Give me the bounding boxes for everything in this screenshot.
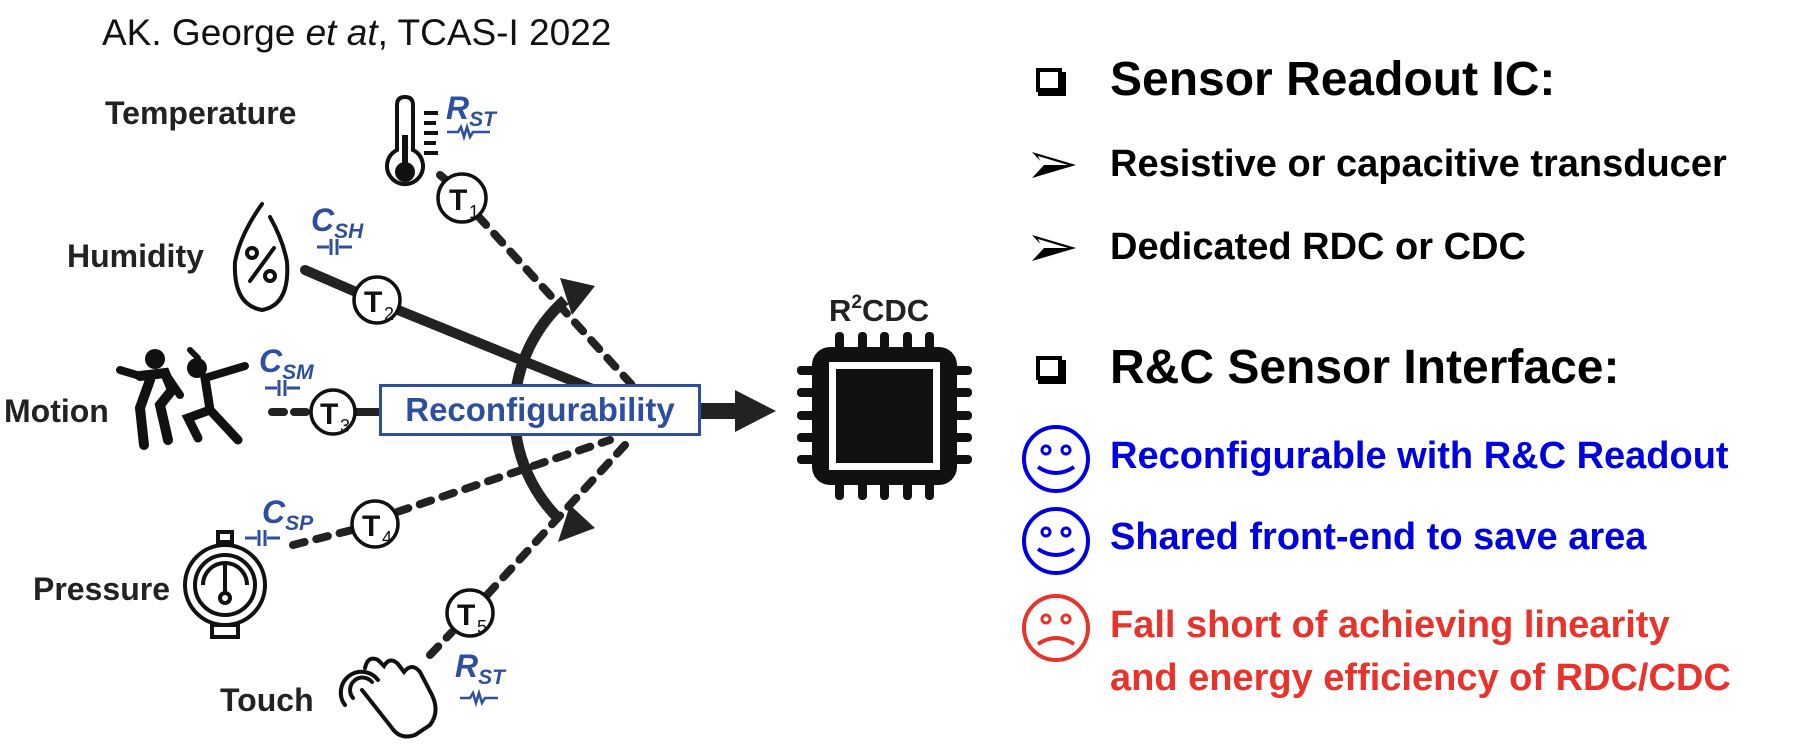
humidity-drop-icon (232, 202, 290, 313)
svg-text:T: T (449, 184, 467, 217)
section-title-rc-interface: R&C Sensor Interface: (1110, 341, 1620, 394)
arc-arrowhead-up (560, 278, 595, 315)
resistor-symbol-temperature (447, 122, 490, 142)
capacitor-symbol-motion (265, 380, 300, 396)
arrowhead-bullet-icon (1032, 235, 1076, 261)
sensor-label-temperature: Temperature (105, 95, 297, 131)
bullet-item-dedicated: Dedicated RDC or CDC (1110, 226, 1526, 268)
thermometer-icon (385, 94, 438, 187)
citation: AK. George et at, TCAS-I 2022 (102, 12, 611, 54)
citation-authors: AK. George (102, 12, 306, 53)
arc-arrowhead-down (558, 505, 595, 542)
reconfigurability-box: Reconfigurability (379, 384, 701, 436)
svg-text:T: T (364, 286, 382, 319)
sensor-label-pressure: Pressure (33, 571, 170, 607)
bullet-item-fall-short-line2: and energy efficiency of RDC/CDC (1110, 657, 1731, 699)
svg-text:5: 5 (477, 617, 487, 637)
capacitor-symbol-pressure (245, 530, 280, 546)
svg-text:T: T (457, 599, 475, 632)
sensor-label-motion: Motion (4, 393, 109, 429)
line-pressure-t4 (289, 526, 356, 549)
chip-icon (797, 332, 972, 500)
bullet-item-resistive: Resistive or capacitive transducer (1110, 143, 1727, 185)
component-label-csh: CSH (311, 202, 364, 243)
pressure-gauge-icon (183, 530, 267, 639)
line-t2-hub (393, 305, 600, 395)
smiley-face-icon (1022, 425, 1090, 493)
line-t4-hub (393, 436, 614, 516)
frowning-face-icon (1022, 594, 1090, 662)
hollow-square-bullet-icon (1036, 356, 1066, 384)
sensor-diagram: AK. George et at, TCAS-I 2022 T (4, 12, 972, 739)
bullet-item-fall-short-line1: Fall short of achieving linearity (1110, 604, 1670, 646)
resistor-symbol-touch (460, 688, 498, 708)
svg-text:2: 2 (384, 304, 394, 324)
touch-hand-icon (338, 656, 438, 739)
citation-venue: , TCAS-I 2022 (377, 12, 612, 53)
arrowhead-bullet-icon (1032, 152, 1076, 178)
component-label-csm: CSM (259, 343, 314, 384)
chip-label: R2CDC (829, 292, 930, 328)
svg-text:T: T (362, 510, 380, 543)
svg-text:1: 1 (469, 202, 479, 222)
bullet-item-shared-frontend: Shared front-end to save area (1110, 516, 1647, 558)
bullet-item-reconfigurable: Reconfigurable with R&C Readout (1110, 435, 1729, 477)
output-arrow (701, 390, 776, 432)
line-touch-t5 (426, 628, 456, 659)
sensor-label-humidity: Humidity (67, 238, 204, 274)
component-label-csp: CSP (262, 494, 314, 535)
svg-text:4: 4 (382, 528, 392, 548)
svg-text:3: 3 (340, 416, 350, 436)
component-label-rst-temperature: RST (446, 90, 496, 131)
sensor-label-touch: Touch (220, 682, 314, 718)
motion-people-icon (116, 347, 249, 450)
line-humidity-t2 (300, 265, 361, 297)
hollow-square-bullet-icon (1036, 68, 1066, 96)
smiley-face-icon (1022, 507, 1090, 575)
citation-etal: et at (305, 12, 378, 53)
line-t1-hub (474, 212, 636, 389)
capacitor-symbol-humidity (317, 239, 352, 255)
component-label-rst-touch: RST (455, 648, 505, 689)
section-title-sensor-readout: Sensor Readout IC: (1110, 53, 1556, 106)
svg-text:T: T (320, 398, 338, 431)
